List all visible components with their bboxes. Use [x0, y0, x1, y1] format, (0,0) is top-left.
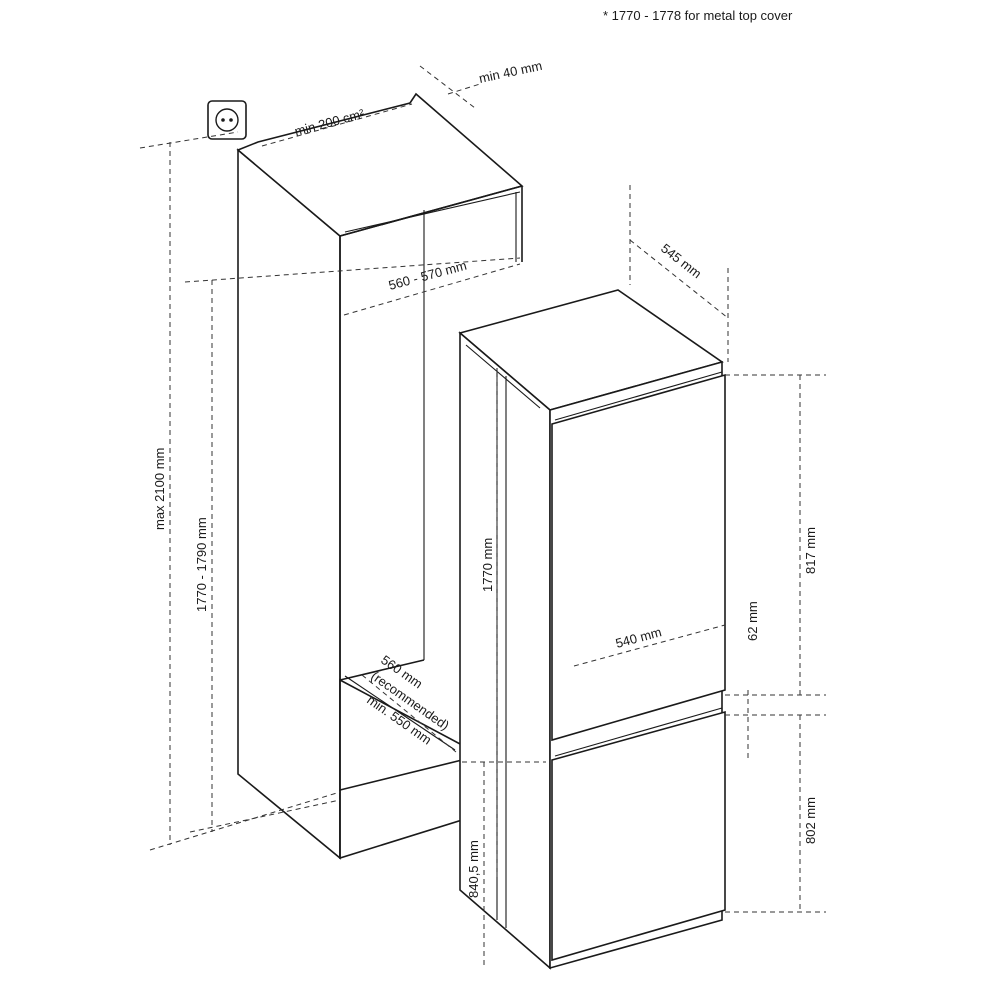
label-appliance-height: 1770 mm — [480, 538, 495, 592]
label-gap: 62 mm — [745, 601, 760, 641]
dimension-lines — [139, 65, 826, 968]
note-text: * 1770 - 1778 for metal top cover — [603, 8, 793, 23]
label-max-height: max 2100 mm — [152, 448, 167, 530]
label-lower-door: 802 mm — [803, 797, 818, 844]
label-vent-top: min 40 mm — [478, 58, 544, 86]
niche-cabinet — [236, 92, 524, 860]
label-upper-door: 817 mm — [803, 527, 818, 574]
label-depth: 545 mm — [658, 241, 704, 282]
appliance-fridge — [458, 289, 726, 970]
label-niche-height: 1770 - 1790 mm — [194, 517, 209, 612]
label-lower-height: 840,5 mm — [466, 840, 481, 898]
power-socket-icon — [207, 100, 247, 140]
label-niche-width: 560 - 570 mm — [387, 258, 468, 293]
